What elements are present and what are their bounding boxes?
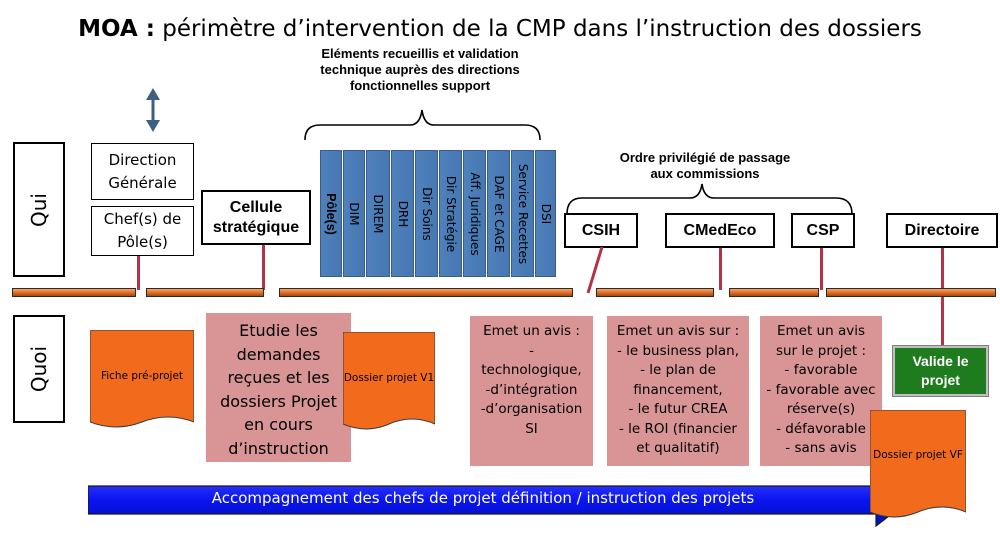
timeline-segment [596, 288, 714, 297]
lane-label: DRH [395, 200, 410, 227]
action-valide-projet: Valide le projet [892, 345, 989, 397]
lane-drh: DRH [391, 150, 414, 277]
qui-label: Qui [27, 192, 51, 227]
page-title: MOA : périmètre d’intervention de la CMP… [0, 16, 1000, 42]
commission-csp: CSP [791, 213, 855, 248]
lane-dir-soins: Dir Soins [415, 150, 438, 277]
directions-lanes: Pôle(s) DIM DIREM DRH Dir Soins Dir Stra… [320, 150, 556, 277]
stem-cellule [262, 245, 265, 290]
document-dossier-v1: Dossier projet V1 [343, 332, 435, 438]
lane-service-recettes: Service Recettes [511, 150, 534, 277]
lane-direm: DIREM [366, 150, 390, 277]
lane-label: Pôle(s) [324, 192, 338, 235]
timeline-segment [279, 288, 573, 297]
lane-label: Aff. Juridiques [467, 171, 482, 256]
lane-dsi: DSI [535, 150, 556, 277]
lane-label: Dir Soins [419, 186, 434, 241]
lane-poles: Pôle(s) [320, 150, 342, 277]
timeline-segment [146, 288, 264, 297]
commission-csih: CSIH [564, 213, 638, 248]
double-arrow-icon [146, 88, 160, 132]
stem-csp [820, 248, 823, 290]
document-dossier-vf: Dossier projet VF [870, 410, 966, 526]
timeline-segment [729, 288, 819, 297]
document-label: Dossier projet VF [873, 449, 963, 462]
banner-arrow: Accompagnement des chefs de projet défin… [88, 472, 913, 528]
lane-label: Dir Stratégie [443, 175, 458, 252]
commission-cmedeco: CMedEco [665, 213, 775, 248]
timeline-segment [12, 288, 136, 297]
document-label: Fiche pré-projet [100, 370, 184, 383]
actor-chefs-pole: Chef(s) de Pôle(s) [91, 206, 194, 256]
timeline-segment [826, 288, 996, 297]
order-note: Ordre privilégié de passage aux commissi… [619, 150, 791, 181]
actor-direction-generale: Direction Générale [91, 143, 194, 200]
commissions-brace [566, 183, 853, 215]
quoi-label: Quoi [27, 345, 51, 393]
row-label-quoi: Quoi [13, 315, 65, 423]
actor-cellule-strategique: Cellule stratégique [201, 190, 311, 245]
stem-csih [578, 246, 618, 295]
action-cmedeco-avis: Emet un avis sur : - le business plan, -… [607, 316, 749, 466]
stem-chefs-pole [137, 256, 140, 290]
lane-aff-juridiques: Aff. Juridiques [463, 150, 486, 277]
support-note: Eléments recueillis et validation techni… [320, 46, 520, 93]
lane-label: DSI [538, 203, 553, 224]
document-label: Dossier projet V1 [343, 372, 435, 385]
banner-text: Accompagnement des chefs de projet défin… [211, 489, 755, 507]
lane-label: DIREM [371, 193, 385, 234]
lane-label: Service Recettes [515, 163, 530, 264]
row-label-qui: Qui [13, 142, 65, 277]
stem-directoire [941, 248, 944, 346]
lane-dir-strategie: Dir Stratégie [439, 150, 462, 277]
lane-dim: DIM [343, 150, 365, 277]
title-strong: MOA : [78, 16, 155, 42]
lane-label: DAF et CAGE [491, 174, 506, 253]
lane-label: DIM [347, 201, 361, 226]
support-brace [304, 109, 541, 141]
action-etudie: Etudie les demandes reçues et les dossie… [206, 313, 351, 462]
lane-daf-cage: DAF et CAGE [487, 150, 510, 277]
title-rest: périmètre d’intervention de la CMP dans … [154, 16, 922, 42]
document-fiche: Fiche pré-projet [90, 330, 194, 436]
action-csih-avis: Emet un avis : - technologique, -d’intég… [470, 316, 593, 466]
stem-cmedeco [719, 248, 722, 290]
action-csp-avis: Emet un avis sur le projet : - favorable… [760, 316, 882, 466]
instance-directoire: Directoire [886, 213, 998, 248]
